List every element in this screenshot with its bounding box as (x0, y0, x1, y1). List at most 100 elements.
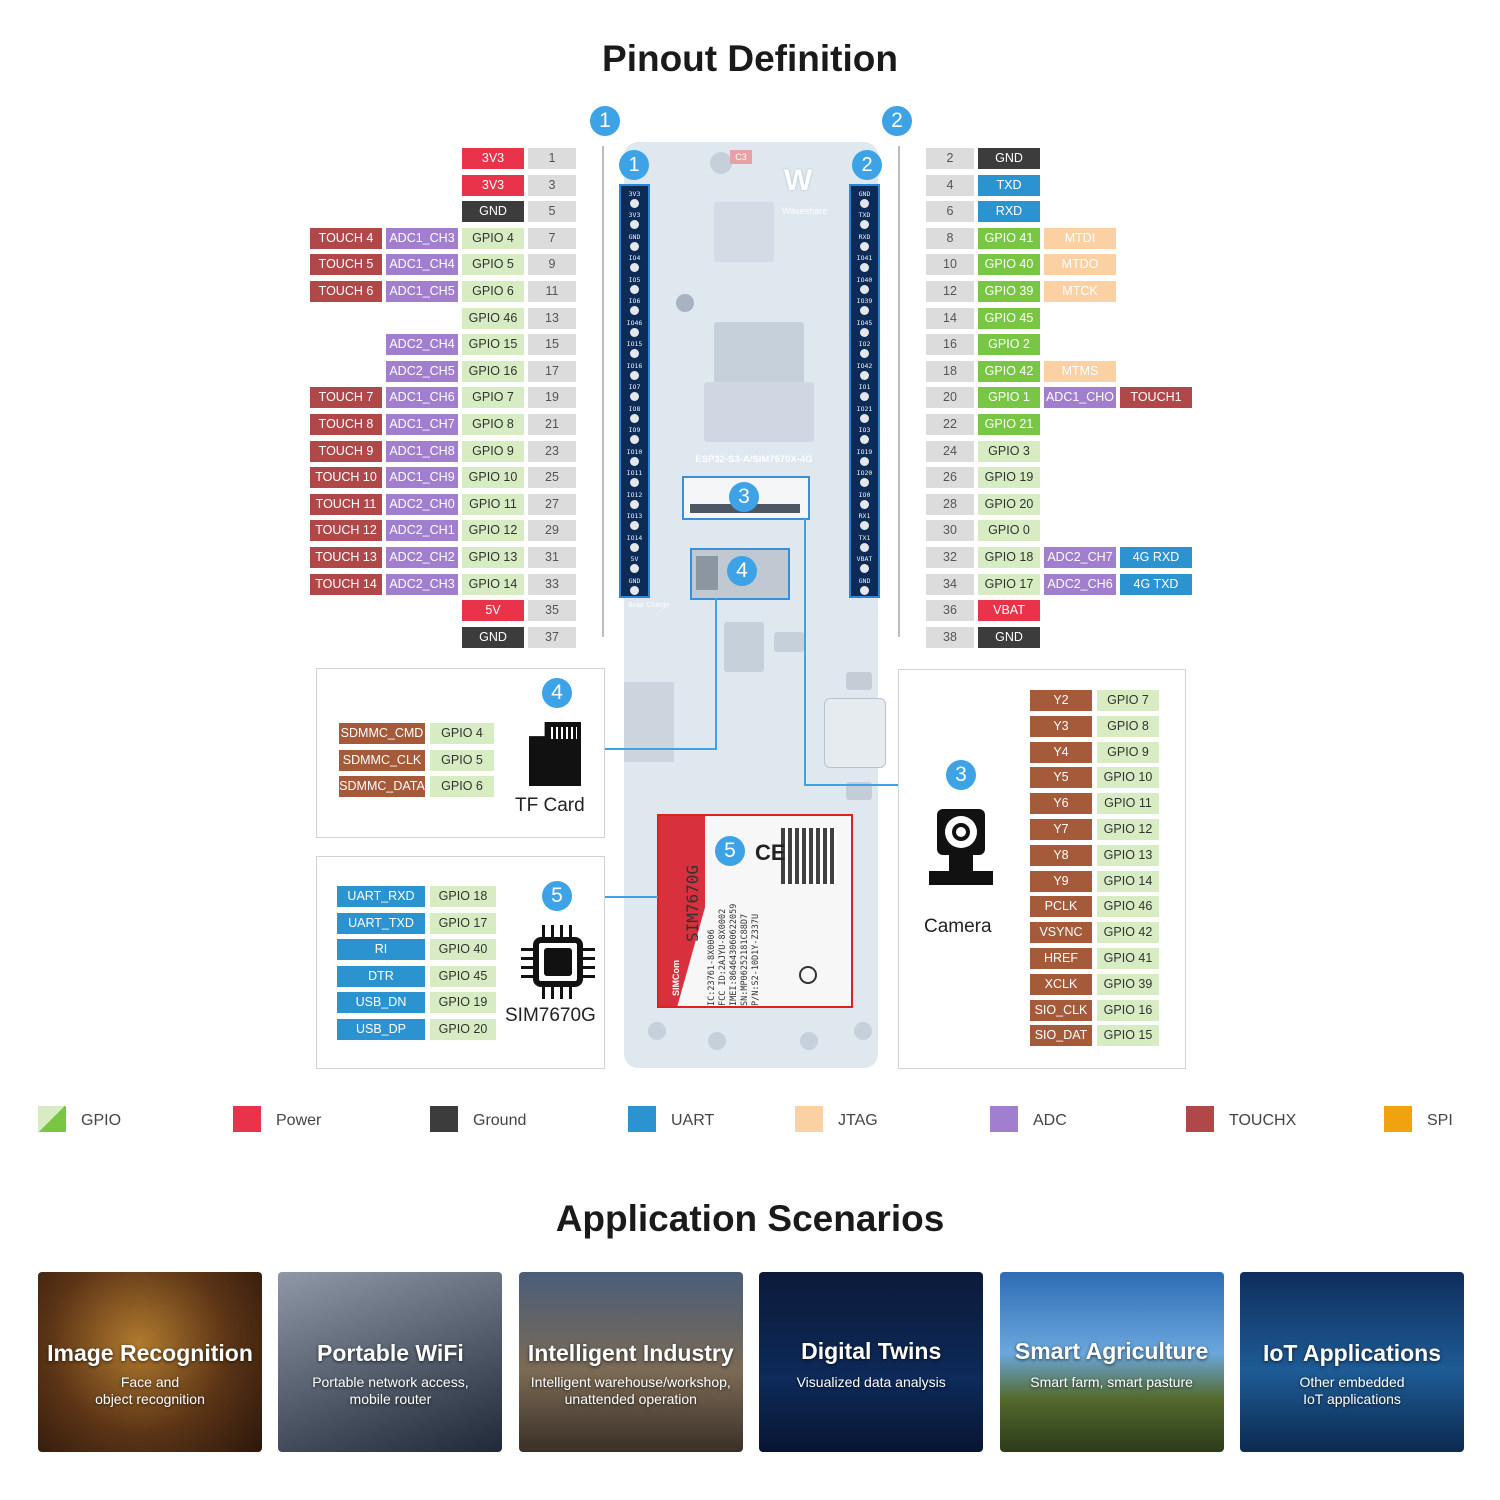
pin-number: 15 (528, 334, 576, 356)
tf-card-label: TF Card (515, 795, 585, 816)
pin-label: TOUCH 13 (310, 547, 382, 568)
pin-number: 28 (926, 493, 974, 515)
header-silk-label: GND (858, 576, 871, 585)
module-info-line: FCC ID:2AJYU-8X0002 (718, 908, 728, 1006)
pin-label: 5V (462, 600, 524, 622)
ce-mark-icon: CE (755, 840, 786, 865)
pin-label: GPIO 9 (462, 440, 524, 462)
pin-hole-icon (860, 392, 869, 402)
pin-label: GPIO 10 (462, 467, 524, 489)
header-silk-label: TXD (858, 211, 871, 220)
gpio-label: GPIO 15 (1097, 1025, 1159, 1047)
header-silk-label: GND (628, 576, 641, 585)
pin-label: GPIO 40 (978, 254, 1040, 276)
pin-number: 18 (926, 360, 974, 382)
gpio-label: GPIO 42 (1097, 922, 1159, 944)
pin-label: ADC2_CH7 (1044, 547, 1116, 568)
pin-label: ADC1_CH6 (386, 387, 458, 409)
tf-marker: 4 (542, 678, 572, 708)
legend-label: ADC (1033, 1112, 1067, 1129)
pin-number: 24 (926, 440, 974, 462)
header-silk-label: IO20 (856, 469, 873, 478)
application-card-title: Portable WiFi (317, 1340, 464, 1366)
gpio-label: GPIO 46 (1097, 896, 1159, 918)
pin-hole-icon (860, 199, 869, 208)
header-silk-label: TX1 (858, 533, 871, 542)
pin-number: 5 (528, 201, 576, 223)
pin-hole-icon (860, 564, 869, 574)
pin-number: 20 (926, 387, 974, 409)
legend-swatch-power (233, 1106, 261, 1132)
board-marker-3: 3 (729, 482, 759, 512)
gpio-label: GPIO 20 (430, 1018, 496, 1040)
pin-number: 29 (528, 520, 576, 542)
pin-label: ADC1_CHO (1044, 387, 1116, 409)
gpio-label: GPIO 7 (1097, 690, 1159, 711)
pin-label: ADC2_CH5 (386, 360, 458, 382)
signal-label: DTR (337, 965, 425, 987)
pin-label: GPIO 4 (462, 227, 524, 249)
signal-label: SIO_DAT (1030, 1025, 1092, 1047)
camera-icon (937, 809, 985, 855)
pin-number: 21 (528, 414, 576, 435)
usb-c-port (824, 698, 886, 768)
tf-slot-metal (696, 556, 718, 590)
header-silk-label: IO12 (626, 490, 643, 499)
signal-label: SDMMC_DATA (339, 776, 425, 797)
power-chip (724, 622, 764, 672)
gpio-label: GPIO 18 (430, 886, 496, 907)
gpio-label: GPIO 6 (430, 776, 494, 797)
pin-label: TOUCH 8 (310, 414, 382, 435)
pin-number: 6 (926, 201, 974, 223)
pin-label: 4G RXD (1120, 547, 1192, 568)
page-title: Pinout Definition (602, 38, 898, 79)
pin-label: GPIO 2 (978, 334, 1040, 356)
pin-label: MTDO (1044, 254, 1116, 276)
camera-stem (949, 855, 973, 871)
ipex-connector-icon (710, 152, 732, 174)
pin-label: ADC2_CH6 (1044, 573, 1116, 595)
header2-guide-line (898, 146, 900, 637)
pin-hole-icon (860, 306, 869, 316)
pin-hole-icon (630, 241, 639, 251)
pin-label: GPIO 16 (462, 360, 524, 382)
pin-label: TOUCH 14 (310, 573, 382, 595)
header-silk-label: IO7 (628, 383, 641, 392)
pin-label: MTMS (1044, 360, 1116, 382)
gpio-label: GPIO 40 (430, 939, 496, 960)
legend-label: Ground (473, 1112, 527, 1129)
legend-label: Power (276, 1112, 322, 1129)
module-name-label: SIM7670G (683, 864, 702, 942)
camera-label: Camera (924, 916, 992, 937)
pin-hole-icon (860, 478, 869, 488)
pin-label: TOUCH 10 (310, 467, 382, 489)
pin-hole-icon (630, 349, 639, 359)
signal-label: Y5 (1030, 767, 1092, 789)
header-silk-label: IO3 (858, 426, 871, 435)
signal-label: XCLK (1030, 973, 1092, 995)
pin-label: TOUCH 6 (310, 281, 382, 302)
module-info-line: IMEI:864643060622059 (729, 903, 739, 1006)
pin-hole-icon (630, 199, 639, 208)
pin-hole-icon (630, 306, 639, 316)
board-marker-2: 2 (852, 150, 882, 180)
pin-label: 4G TXD (1120, 573, 1192, 595)
pin-number: 16 (926, 334, 974, 356)
header-silk-label: IO14 (626, 533, 643, 542)
pin-hole-icon (860, 435, 869, 445)
application-card-title: Digital Twins (801, 1338, 942, 1364)
board-marker-1: 1 (619, 150, 649, 180)
antenna-connector-icon (648, 1022, 666, 1040)
pin-label: ADC1_CH4 (386, 254, 458, 276)
header-silk-label: GND (628, 232, 641, 241)
pin-number: 26 (926, 467, 974, 489)
signal-label: Y7 (1030, 819, 1092, 840)
header-silk-label: RXD (858, 232, 871, 241)
legend-swatch-uart (628, 1106, 656, 1132)
signal-label: Y2 (1030, 690, 1092, 711)
pin-label: GND (978, 148, 1040, 169)
camera-base (929, 871, 993, 885)
